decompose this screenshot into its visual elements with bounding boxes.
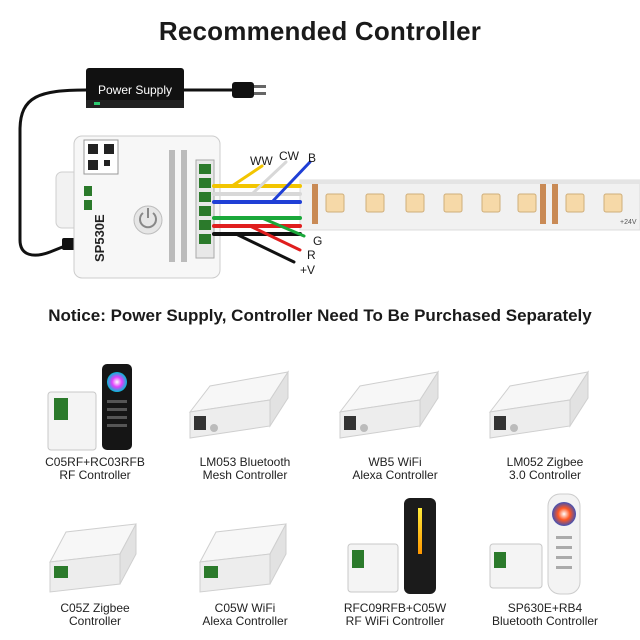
notice-text: Notice: Power Supply, Controller Need To… [48, 306, 592, 325]
product-name: C05Z Zigbee [60, 601, 130, 615]
product-grid: C05RF+RC03RFB RF Controller LM053 Blueto… [20, 342, 620, 634]
power-supply-label: Power Supply [98, 83, 172, 97]
strip-pad-label: +24V [620, 219, 637, 226]
label-g: G [313, 234, 322, 248]
arrow-g [260, 216, 306, 238]
product-name: C05RF+RC03RFB [45, 455, 145, 469]
product-type: Mesh Controller [202, 468, 288, 482]
wiring-diagram: Power Supply SP530E [18, 68, 640, 279]
product-name: RFC09RFB+C05W [343, 601, 447, 615]
product-type: 3.0 Controller [508, 468, 582, 482]
product-card[interactable]: LM053 Bluetooth Mesh Controller [170, 342, 320, 488]
product-type: Alexa Controller [352, 468, 438, 482]
zigbee-controller-image [488, 370, 590, 439]
arrow-b [270, 160, 312, 204]
ac-plug-icon [232, 82, 254, 98]
page-title: Recommended Controller [158, 16, 482, 46]
product-caption: RFC09RFB+C05W RF WiFi Controller [320, 602, 470, 628]
product-caption: SP630E+RB4 Bluetooth Controller [470, 602, 620, 628]
wifi-controller-small-image [199, 523, 287, 593]
rf-wifi-controller-with-remote-image [347, 498, 436, 594]
product-type: Controller [68, 614, 122, 628]
zigbee-controller-small-image [49, 523, 137, 593]
arrow-cw [250, 160, 288, 196]
product-caption: WB5 WiFi Alexa Controller [320, 456, 470, 482]
label-ww: WW [250, 154, 273, 168]
product-caption: LM052 Zigbee 3.0 Controller [470, 456, 620, 482]
product-card[interactable]: C05W WiFi Alexa Controller [170, 488, 320, 634]
arrow-ww [230, 164, 264, 188]
product-card[interactable]: WB5 WiFi Alexa Controller [320, 342, 470, 488]
label-b: B [308, 151, 316, 165]
product-type: RF WiFi Controller [345, 614, 445, 628]
product-card[interactable]: C05RF+RC03RFB RF Controller [20, 342, 170, 488]
rf-controller-with-remote-image [47, 364, 132, 451]
product-card[interactable]: C05Z Zigbee Controller [20, 488, 170, 634]
power-supply [86, 68, 184, 108]
product-caption: C05RF+RC03RFB RF Controller [20, 456, 170, 482]
label-r: R [307, 248, 316, 262]
label-cw: CW [279, 149, 300, 163]
product-name: SP630E+RB4 [507, 601, 583, 615]
product-name: WB5 WiFi [368, 455, 422, 469]
product-type: Bluetooth Controller [491, 614, 599, 628]
product-card[interactable]: SP630E+RB4 Bluetooth Controller [470, 488, 620, 634]
product-caption: C05Z Zigbee Controller [20, 602, 170, 628]
label-v: +V [300, 263, 315, 277]
product-type: Alexa Controller [202, 614, 288, 628]
arrow-v [234, 232, 296, 264]
bluetooth-controller-with-remote-image [489, 493, 581, 595]
arrow-r [248, 224, 302, 252]
product-type: RF Controller [59, 468, 131, 482]
product-card[interactable]: LM052 Zigbee 3.0 Controller [470, 342, 620, 488]
controller-sp530e: SP530E [55, 135, 221, 279]
led-strip: +24V [299, 179, 640, 231]
product-caption: LM053 Bluetooth Mesh Controller [170, 456, 320, 482]
controller-model: SP530E [92, 214, 107, 262]
product-name: C05W WiFi [214, 601, 276, 615]
wifi-alexa-controller-image [338, 370, 440, 439]
product-name: LM053 Bluetooth [199, 455, 291, 469]
bluetooth-mesh-controller-image [188, 370, 290, 439]
product-caption: C05W WiFi Alexa Controller [170, 602, 320, 628]
product-name: LM052 Zigbee [506, 455, 584, 469]
product-card[interactable]: RFC09RFB+C05W RF WiFi Controller [320, 488, 470, 634]
